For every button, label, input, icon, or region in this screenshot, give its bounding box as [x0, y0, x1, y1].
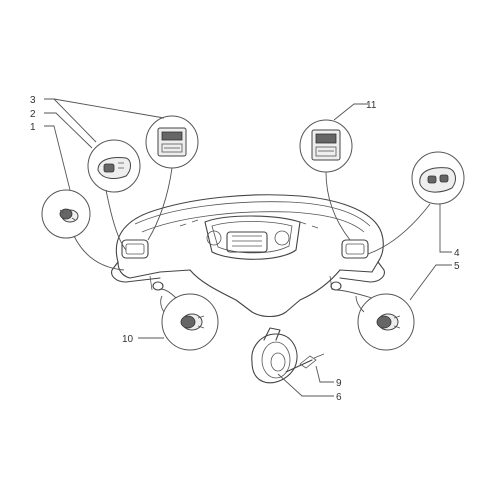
callout-9: 9 [336, 378, 342, 389]
callout-3: 3 [30, 95, 36, 106]
detail-bubble-left-switch-block [87, 139, 141, 193]
callout-10: 10 [122, 334, 134, 345]
callout-1: 1 [30, 122, 36, 133]
callout-6: 6 [336, 392, 342, 403]
horn-part [251, 327, 325, 384]
detail-bubble-right-switch-block [411, 151, 465, 205]
handlebar-cover-assembly [111, 194, 385, 318]
detail-bubble-left-lower-knob [161, 293, 219, 351]
callout-5: 5 [454, 261, 460, 272]
detail-bubble-switch-knob-left [41, 189, 91, 239]
callout-11: 11 [366, 100, 377, 111]
detail-bubble-left-switch-panel [145, 115, 199, 169]
callout-2: 2 [30, 109, 36, 120]
detail-bubble-right-lower-knob [357, 293, 415, 351]
callout-4: 4 [454, 248, 460, 259]
detail-bubble-right-switch-panel [299, 119, 353, 173]
leader-lines [44, 98, 452, 397]
